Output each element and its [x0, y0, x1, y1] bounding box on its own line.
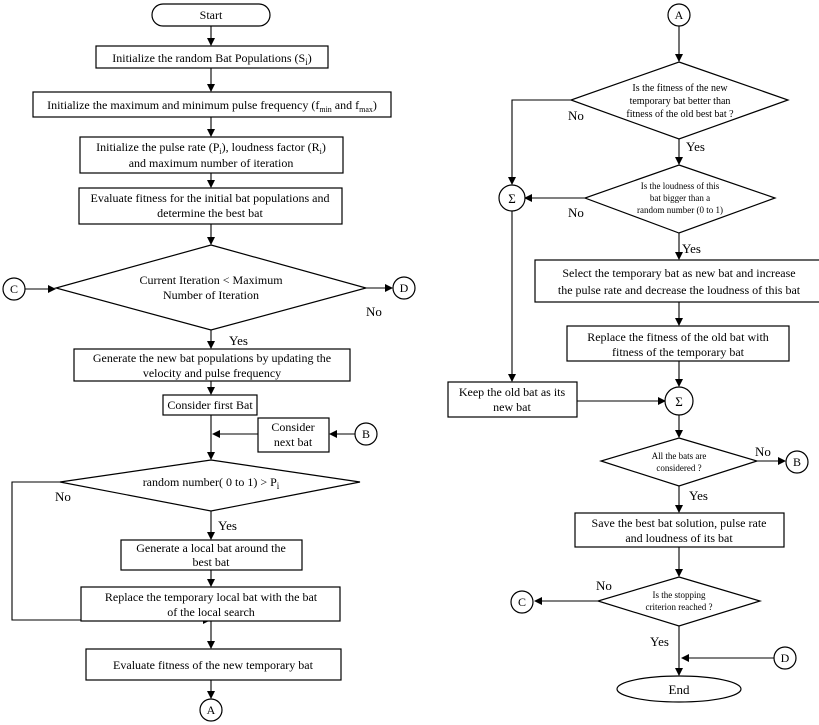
connector-b-left-label: B — [362, 427, 370, 441]
init-frequency-label: Initialize the maximum and minimum pulse… — [47, 98, 377, 114]
consider-next-label-2: next bat — [274, 435, 313, 449]
replace-old-label-1: Replace the fitness of the old bat with — [587, 330, 769, 344]
iteration-no-label: No — [366, 304, 382, 319]
connector-a-bottom — [199, 698, 223, 722]
fitness-decision-label-1: Is the fitness of the new — [632, 83, 728, 94]
connector-d-right-label: D — [400, 281, 409, 295]
evaluate-initial-label-2: determine the best bat — [157, 206, 263, 220]
select-temporary-label-1: Select the temporary bat as new bat and … — [562, 266, 795, 280]
all-considered-label-1: All the bats are — [652, 451, 707, 461]
all-considered-label-2: considered ? — [656, 463, 701, 473]
sigma-merge-lower-label: Σ — [675, 394, 683, 409]
local-bat-label-2: best bat — [193, 555, 231, 569]
save-best-label-2: and loudness of its bat — [625, 531, 733, 545]
init-populations-label: Initialize the random Bat Populations (S… — [112, 51, 311, 67]
keep-old-box — [447, 381, 578, 418]
stopping-no-label: No — [596, 578, 612, 593]
random-no-label: No — [55, 489, 71, 504]
stopping-decision-label-2: criterion reached ? — [646, 602, 713, 612]
random-number-label: random number( 0 to 1) > Pi — [143, 475, 280, 491]
consider-first-label: Consider first Bat — [167, 398, 253, 412]
local-bat-box — [120, 539, 303, 571]
fitness-yes-label: Yes — [686, 139, 705, 154]
fitness-decision-label-2: temporary bat better than — [630, 96, 731, 107]
keep-old-label-2: new bat — [493, 400, 531, 414]
loudness-no-label: No — [568, 205, 584, 220]
iteration-decision-label-2: Number of Iteration — [163, 288, 259, 302]
evaluate-initial-box — [78, 187, 343, 225]
select-temporary-box — [534, 259, 819, 303]
connector-a-top-label: A — [675, 8, 684, 22]
local-bat-label-1: Generate a local bat around the — [136, 541, 286, 555]
consider-first-box — [162, 394, 258, 416]
end-terminal — [616, 675, 742, 703]
replace-local-label-1: Replace the temporary local bat with the… — [105, 590, 318, 604]
loudness-decision-label-3: random number (0 to 1) — [637, 205, 723, 215]
generate-populations-box — [73, 348, 351, 382]
save-best-label-1: Save the best bat solution, pulse rate — [592, 516, 767, 530]
all-no-label: No — [755, 444, 771, 459]
sigma-merge-upper-label: Σ — [508, 191, 516, 206]
keep-old-label-1: Keep the old bat as its — [459, 385, 566, 399]
replace-local-label-2: of the local search — [167, 605, 255, 619]
stopping-yes-label: Yes — [650, 634, 669, 649]
connector-c-left-label: C — [10, 282, 18, 296]
evaluate-new-box — [85, 648, 342, 681]
connector-d-right — [392, 276, 416, 300]
stopping-decision-label-1: Is the stopping — [653, 590, 706, 600]
loudness-decision-label-1: Is the loudness of this — [641, 181, 720, 191]
start-label: Start — [200, 8, 223, 22]
replace-old-box — [566, 325, 790, 362]
init-pulse-rate-label-2: and maximum number of iteration — [129, 156, 294, 170]
edge-fitness-no — [508, 99, 571, 185]
connector-b-right — [785, 450, 809, 474]
all-considered-decision — [598, 437, 760, 487]
connector-b-right-label: B — [793, 455, 801, 469]
loudness-yes-label: Yes — [682, 241, 701, 256]
select-temporary-label-2: the pulse rate and decrease the loudness… — [558, 283, 801, 297]
end-label: End — [669, 682, 690, 697]
connector-a-bottom-label: A — [207, 703, 216, 717]
evaluate-new-label: Evaluate fitness of the new temporary ba… — [113, 658, 314, 672]
iteration-yes-label: Yes — [229, 333, 248, 348]
replace-old-label-2: fitness of the temporary bat — [612, 345, 745, 359]
fitness-decision-label-3: fitness of the old best bat ? — [626, 109, 734, 120]
generate-populations-label-2: velocity and pulse frequency — [143, 366, 281, 380]
connector-d-bottom-label: D — [781, 651, 790, 665]
consider-next-label-1: Consider — [271, 420, 314, 434]
iteration-decision-label-1: Current Iteration < Maximum — [139, 273, 283, 287]
connector-b-left — [354, 422, 378, 446]
fitness-no-label: No — [568, 108, 584, 123]
all-yes-label: Yes — [689, 488, 708, 503]
replace-local-box — [80, 586, 341, 622]
save-best-box — [574, 512, 785, 548]
generate-populations-label-1: Generate the new bat populations by upda… — [93, 351, 331, 365]
connector-c-right-label: C — [518, 595, 526, 609]
connector-c-right — [510, 590, 534, 614]
loudness-decision-label-2: bat bigger than a — [650, 193, 710, 203]
init-frequency-box — [32, 91, 392, 118]
random-yes-label: Yes — [218, 518, 237, 533]
init-populations-box — [95, 45, 329, 69]
evaluate-initial-label-1: Evaluate fitness for the initial bat pop… — [91, 191, 330, 205]
init-pulse-rate-label-1: Initialize the pulse rate (Pi), loudness… — [96, 140, 326, 156]
